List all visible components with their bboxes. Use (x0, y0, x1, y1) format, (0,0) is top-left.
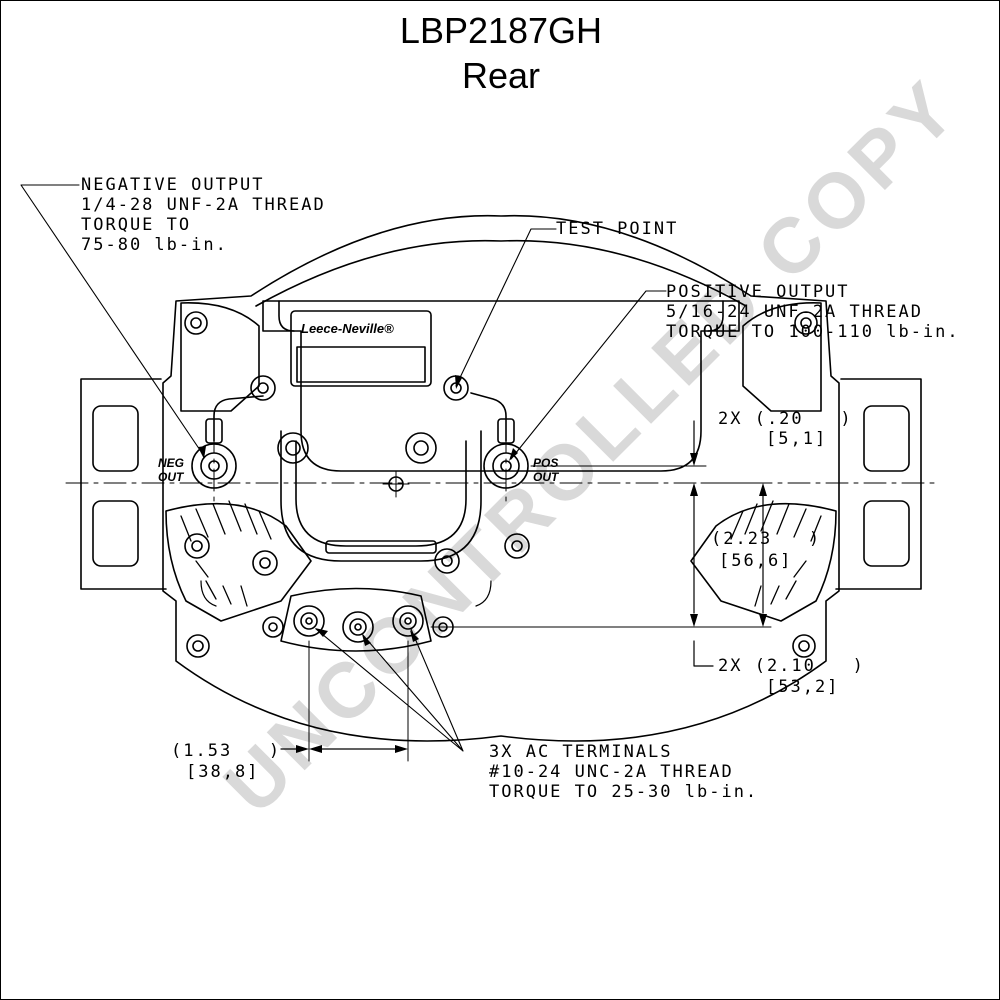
dimension-153-inch: (1.53 ) (171, 741, 282, 761)
mount-hole-bottom-right (792, 634, 816, 658)
pos-out-label: OUT (533, 470, 559, 484)
right-mount-plate (835, 378, 922, 590)
dimension-20-inch: 2X (.20 ) (718, 409, 853, 429)
left-mount-plate (80, 378, 167, 590)
dimension-223-mm: [56,6] (719, 551, 793, 571)
mount-hole-top-right (794, 311, 818, 335)
brand-logo: Leece-Neville® (301, 321, 394, 336)
housing-outline (162, 214, 840, 742)
regulator (262, 300, 740, 472)
part-number-title: LBP2187GH (399, 10, 603, 51)
ac-terminals-callout: 3X AC TERMINALS #10-24 UNC-2A THREAD TOR… (489, 742, 759, 802)
ac-terminal-block (280, 587, 432, 652)
dimension-153-mm: [38,8] (186, 762, 260, 782)
view-subtitle: Rear (461, 55, 541, 96)
dimension-20-mm: [5,1] (766, 429, 828, 449)
mount-hole-bottom-left (186, 634, 210, 658)
test-point-callout: TEST POINT (556, 219, 679, 239)
pos-label: POS (533, 456, 559, 470)
mount-hole-top-left (184, 311, 208, 335)
negative-output-callout: NEGATIVE OUTPUT 1/4-28 UNF-2A THREAD TOR… (81, 175, 326, 255)
dimension-210-inch: 2X (2.10 ) (718, 656, 865, 676)
dimension-210-mm: [53,2] (766, 677, 840, 697)
neg-out-label: OUT (158, 470, 184, 484)
dimension-223-inch: (2.23 ) (711, 529, 822, 549)
neg-label: NEG (158, 456, 185, 470)
ac-terminal-1 (293, 605, 325, 637)
brand-plate (290, 310, 432, 387)
ac-terminal-2 (342, 611, 374, 643)
positive-output-callout: POSITIVE OUTPUT 5/16-24 UNF-2A THREAD TO… (666, 282, 960, 342)
ac-terminal-3 (392, 605, 424, 637)
